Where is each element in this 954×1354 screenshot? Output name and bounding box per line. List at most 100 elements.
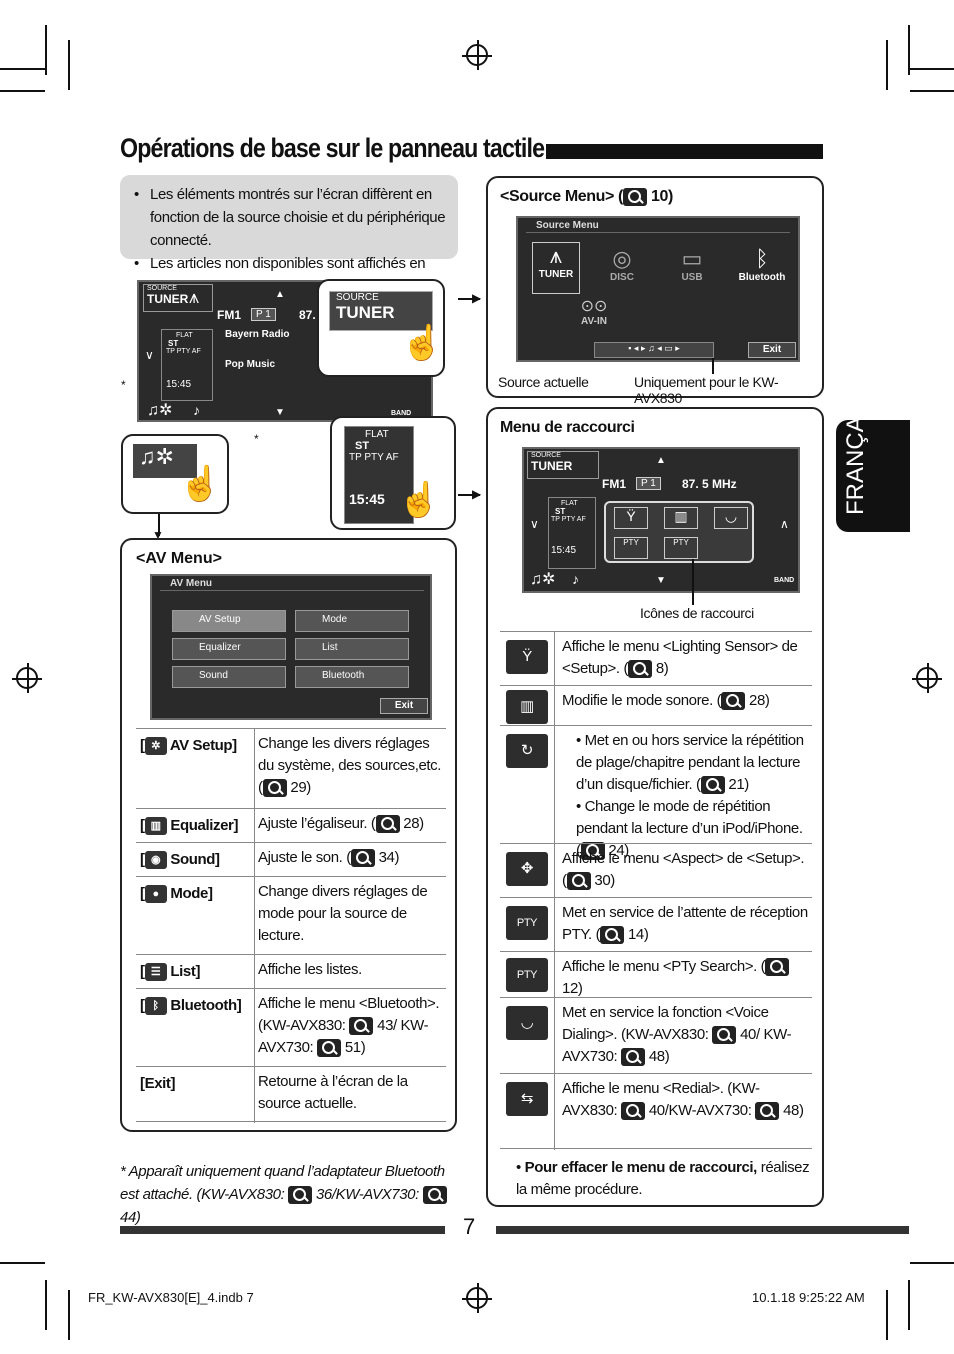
footer-file: FR_KW-AVX830[E]_4.indb 7 — [88, 1290, 254, 1305]
av-menu-icon[interactable]: ♫✲ — [530, 571, 556, 588]
table-row: ↻ • Met en ou hors service la répétition… — [500, 725, 812, 861]
av-menu-icon[interactable]: ♫✲ — [133, 444, 197, 478]
table-row: [✲ AV Setup] Change les divers réglages … — [136, 728, 446, 809]
status-panel[interactable]: FLAT ST TP PTY AF 15:45 — [548, 497, 596, 569]
table-row: [ᛒ Bluetooth] Affiche le menu <Bluetooth… — [136, 988, 446, 1067]
magnifier-icon — [580, 842, 605, 861]
source-avin-button[interactable]: ⊙⊙ AV-IN — [570, 296, 618, 327]
list-button[interactable]: List — [295, 638, 409, 660]
registration-mark-icon — [12, 663, 42, 693]
voice-dialing-icon: ◡ — [506, 1006, 548, 1040]
shortcut-menu-section: Menu de raccourci SOURCE TUNER FM1 P 1 8… — [486, 407, 824, 1207]
crop-mark — [68, 1290, 70, 1340]
registration-mark-icon — [462, 1283, 492, 1313]
shortcut-icons-panel: Ÿ ▥ ◡ PTY PTY — [604, 501, 754, 563]
av-setup-button[interactable]: AV Setup — [172, 610, 286, 632]
magnifier-icon — [422, 1186, 447, 1205]
magnifier-icon — [349, 1017, 374, 1036]
chevron-down-icon[interactable]: ∨ — [530, 517, 539, 531]
lighting-sensor-icon[interactable]: Ÿ — [614, 507, 648, 529]
source-tuner-button[interactable]: ⩚ TUNER — [532, 242, 580, 294]
pty-search-icon: PTY — [506, 958, 548, 992]
table-row: [☰ List] Affiche les listes. — [136, 954, 446, 989]
exit-button[interactable]: Exit — [380, 698, 428, 714]
zoom-source-box: SOURCE TUNER ☝ — [317, 279, 445, 377]
status-panel-zoom[interactable]: FLAT ST TP PTY AF 15:45 — [344, 426, 414, 524]
crop-mark — [45, 1280, 47, 1330]
sound-mode-icon: ▥ — [506, 690, 548, 724]
device-strip[interactable]: ▪ ◂ ▸ ♫ ◂ ▭ ▸ — [594, 342, 714, 358]
page-number: 7 — [463, 1214, 476, 1239]
aspect-icon: ✥ — [506, 852, 548, 886]
magnifier-icon — [566, 872, 591, 891]
source-bluetooth-button[interactable]: ᛒ Bluetooth — [734, 246, 790, 283]
pty-standby-icon[interactable]: PTY — [614, 537, 648, 559]
chevron-up-icon[interactable]: ∧ — [780, 517, 789, 531]
arrow-right-icon: ▶ — [472, 291, 482, 305]
disc-icon: ◎ — [612, 246, 632, 271]
up-arrow-icon[interactable]: ▲ — [275, 289, 285, 300]
source-button-zoom[interactable]: SOURCE TUNER — [329, 291, 433, 331]
zoom-status-box: FLAT ST TP PTY AF 15:45 ☝ — [330, 416, 456, 530]
magnifier-icon — [712, 1026, 737, 1045]
lighting-sensor-icon: Ÿ — [506, 640, 548, 674]
footer-rule — [120, 1226, 445, 1234]
crop-mark — [886, 40, 888, 90]
down-arrow-icon[interactable]: ▼ — [656, 575, 666, 586]
voice-dialing-icon[interactable]: ◡ — [714, 507, 748, 529]
exit-button[interactable]: Exit — [748, 342, 796, 358]
crop-mark — [45, 25, 47, 75]
sound-button[interactable]: Sound — [172, 666, 286, 688]
equalizer-button[interactable]: Equalizer — [172, 638, 286, 660]
crop-mark — [0, 68, 45, 70]
source-disc-button[interactable]: ◎ DISC — [598, 246, 646, 283]
magnifier-icon — [375, 815, 400, 834]
sound-icon: ◉ — [144, 851, 167, 870]
mode-icon: ● — [144, 885, 167, 904]
source-button[interactable]: SOURCE TUNER — [143, 284, 213, 312]
down-arrow-icon[interactable]: ▼ — [275, 407, 285, 418]
page-title: Opérations de base sur le panneau tactil… — [120, 133, 545, 163]
crop-mark — [0, 1262, 45, 1264]
shortcut-icon[interactable]: ♪ — [193, 402, 200, 418]
table-row: [▥ Equalizer] Ajuste l’égaliseur. ( 28) — [136, 808, 446, 843]
magnifier-icon — [765, 958, 790, 977]
av-menu-icon[interactable]: ♫✲ — [147, 402, 173, 419]
footnote: * Apparaît uniquement quand l’adaptateur… — [120, 1163, 447, 1226]
av-cable-icon: ⊙⊙ — [580, 298, 608, 315]
source-menu-section: <Source Menu> ( 10) Source Menu ⩚ TUNER … — [486, 176, 824, 406]
table-row: ⇆ Affiche le menu <Redial>. (KW-AVX830: … — [500, 1073, 812, 1150]
title-bar — [546, 144, 823, 159]
crop-mark — [0, 90, 45, 92]
source-button[interactable]: SOURCE TUNER — [527, 451, 599, 479]
chevron-down-icon[interactable]: ∨ — [145, 348, 154, 362]
crop-mark — [910, 1262, 954, 1264]
pty-standby-icon: PTY — [506, 906, 548, 940]
table-row: ◡ Met en service la fonction <Voice Dial… — [500, 997, 812, 1074]
hand-pointer-icon: ☝ — [398, 481, 441, 519]
table-row: [Exit] Retourne à l’écran de la source a… — [136, 1066, 446, 1123]
hand-pointer-icon: ☝ — [179, 465, 222, 503]
av-menu-section: <AV Menu> AV Menu AV Setup Mode Equalize… — [120, 538, 457, 1132]
pty-search-icon[interactable]: PTY — [664, 537, 698, 559]
up-arrow-icon[interactable]: ▲ — [656, 455, 666, 466]
sound-mode-icon[interactable]: ▥ — [664, 507, 698, 529]
mode-button[interactable]: Mode — [295, 610, 409, 632]
magnifier-icon — [700, 776, 725, 795]
source-menu-screen: Source Menu ⩚ TUNER ◎ DISC ▭ USB ᛒ Bluet… — [516, 216, 800, 362]
arrow-down-icon: ▼ — [152, 528, 164, 542]
crop-mark — [910, 68, 954, 70]
source-usb-button[interactable]: ▭ USB — [668, 246, 716, 283]
magnifier-icon — [628, 660, 653, 679]
crop-mark — [910, 90, 954, 92]
repeat-icon: ↻ — [506, 734, 548, 768]
antenna-icon: ⩚ — [549, 243, 563, 268]
status-panel[interactable]: FLAT ST TP PTY AF 15:45 — [161, 329, 213, 401]
table-row: PTY Affiche le menu <PTy Search>. ( 12) — [500, 951, 812, 998]
crop-mark — [908, 1280, 910, 1330]
bluetooth-button[interactable]: Bluetooth — [295, 666, 409, 688]
shortcut-icon[interactable]: ♪ — [572, 571, 579, 587]
connector-line — [458, 494, 480, 496]
magnifier-icon — [622, 188, 647, 206]
usb-icon: ▭ — [681, 246, 703, 271]
